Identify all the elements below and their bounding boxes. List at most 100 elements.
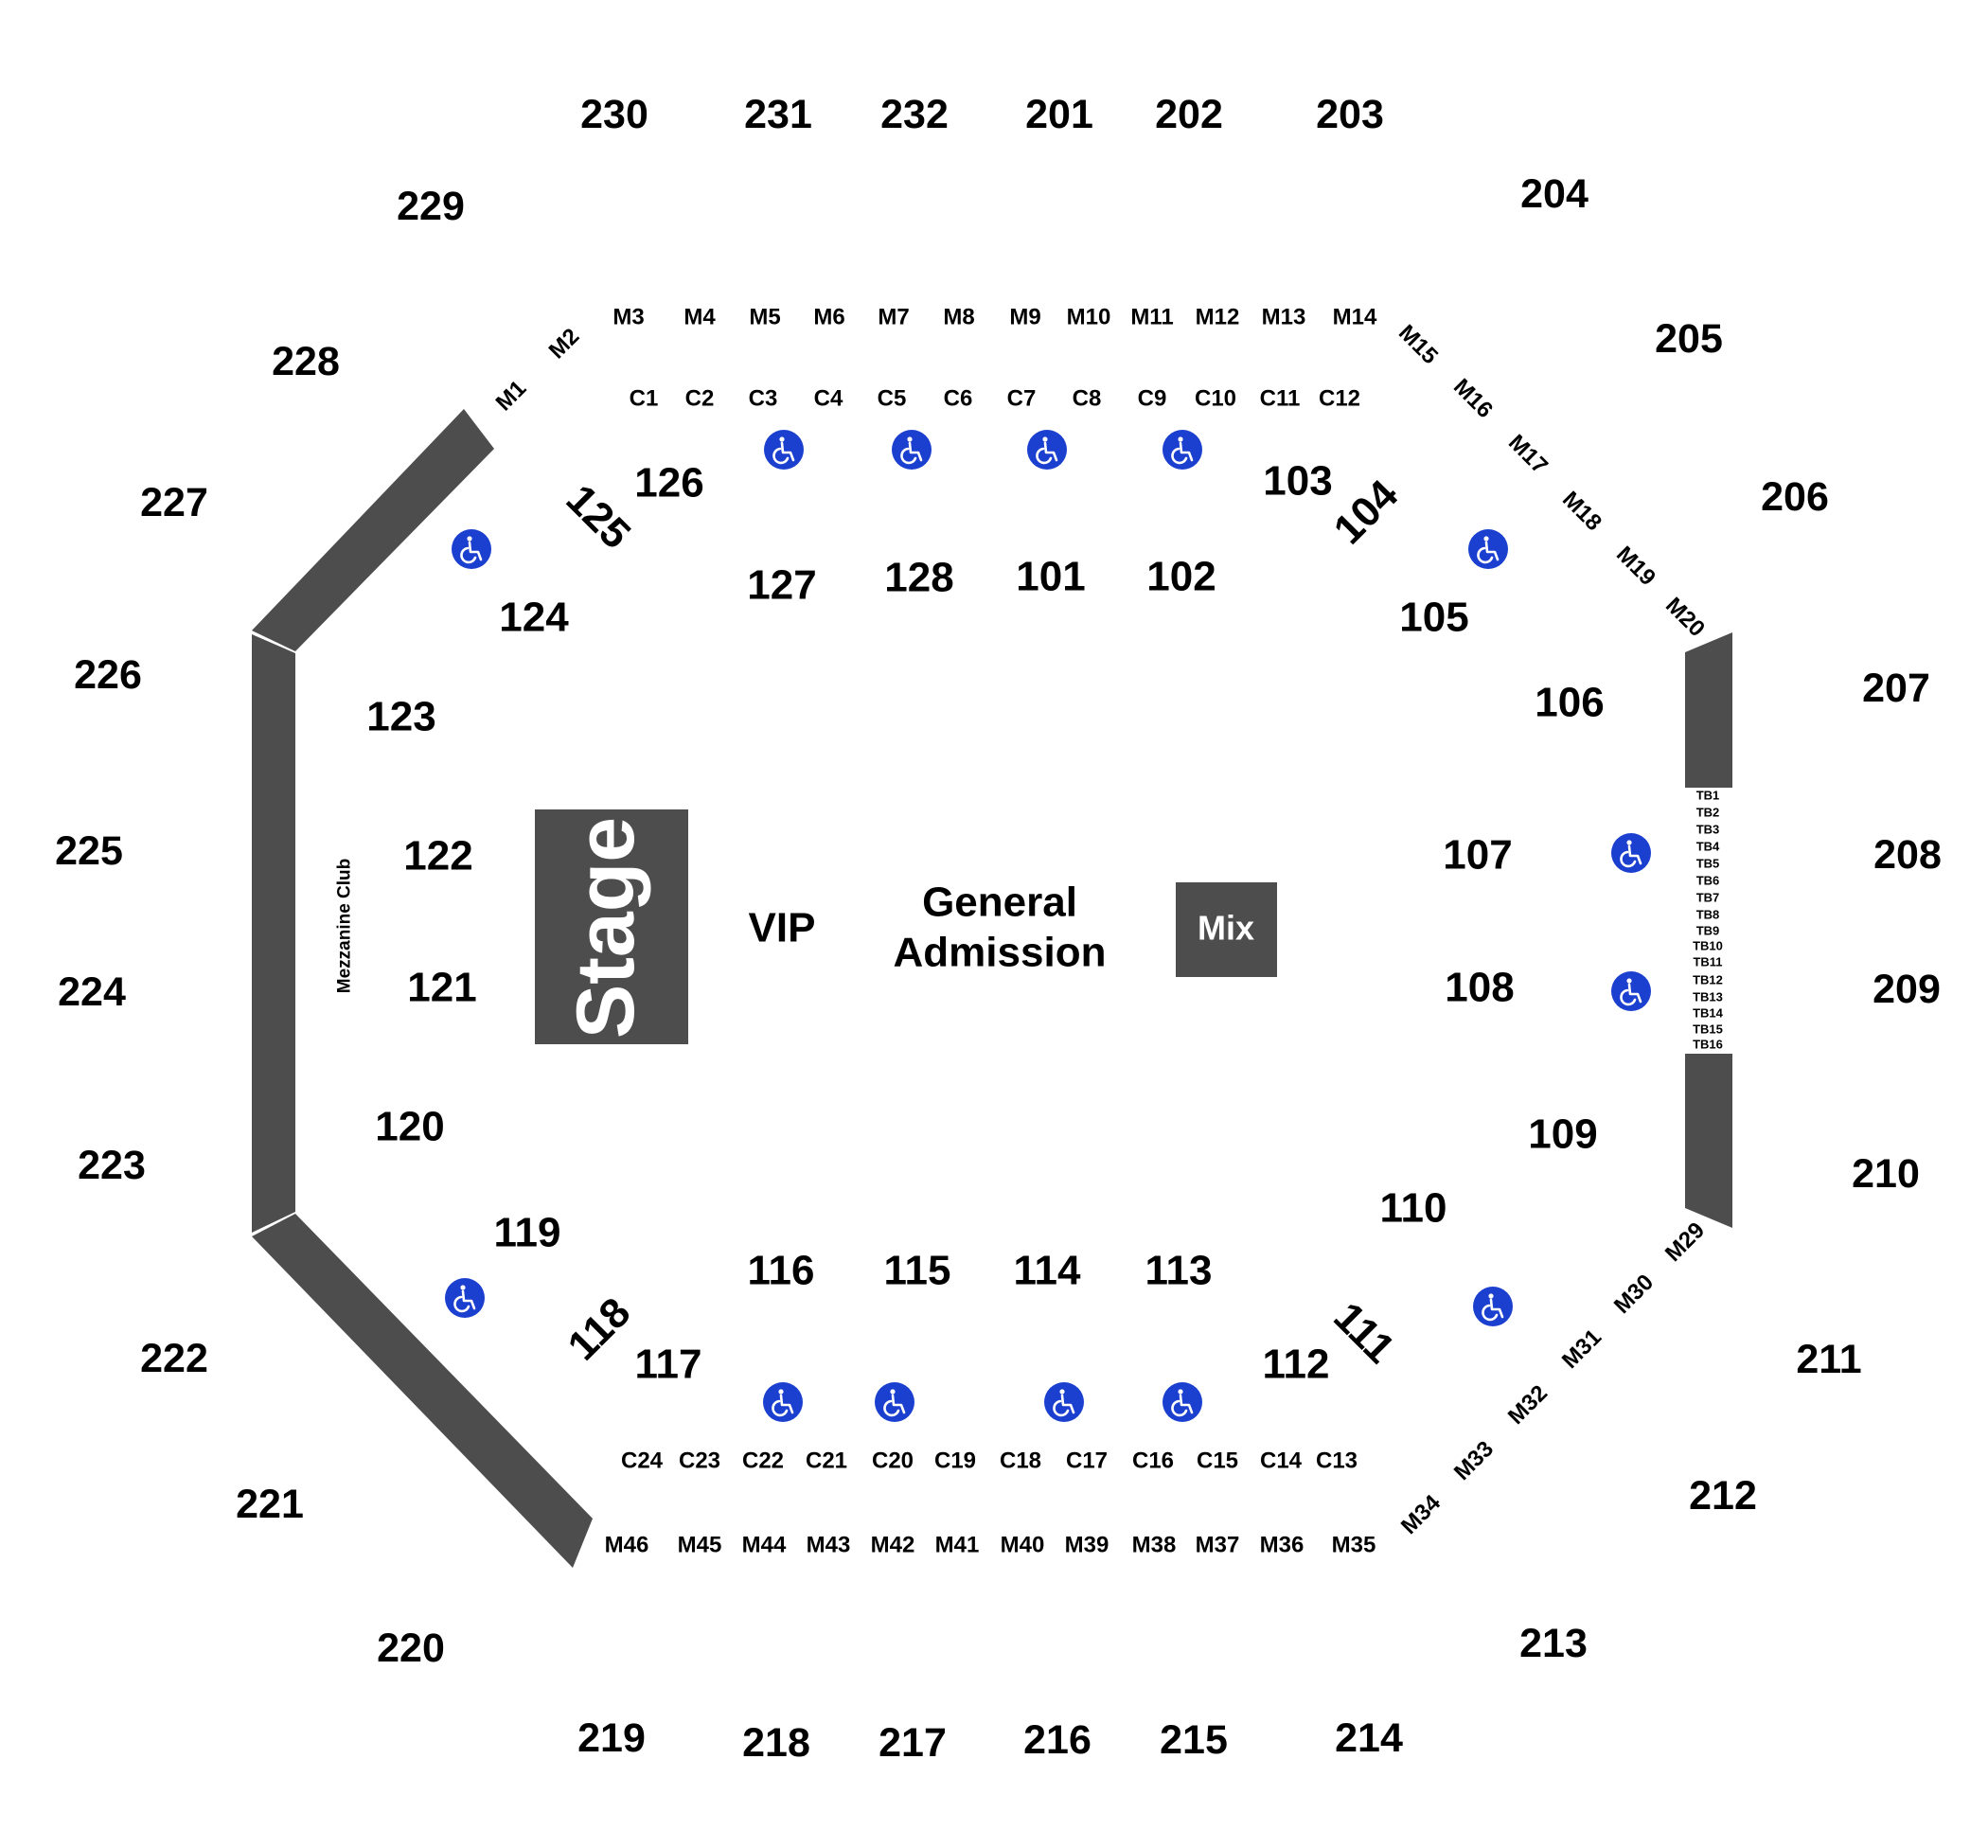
box-c3[interactable]: C3: [749, 386, 778, 412]
box-c16[interactable]: C16: [1132, 1448, 1174, 1474]
section-229[interactable]: 229: [397, 184, 465, 229]
box-m35[interactable]: M35: [1332, 1533, 1376, 1558]
box-m34[interactable]: M34: [1396, 1489, 1447, 1539]
box-tb13[interactable]: TB13: [1693, 990, 1723, 1004]
box-tb7[interactable]: TB7: [1696, 891, 1720, 905]
ga-label-line1[interactable]: General: [922, 880, 1077, 926]
section-103[interactable]: 103: [1263, 458, 1332, 505]
box-m3[interactable]: M3: [612, 305, 644, 330]
stage[interactable]: [535, 809, 688, 1044]
box-tb11[interactable]: TB11: [1693, 955, 1722, 969]
box-c10[interactable]: C10: [1195, 386, 1236, 412]
section-223[interactable]: 223: [78, 1143, 146, 1188]
section-119[interactable]: 119: [494, 1210, 561, 1256]
box-m36[interactable]: M36: [1260, 1533, 1305, 1558]
ga-label-line2[interactable]: Admission: [894, 930, 1107, 976]
box-m4[interactable]: M4: [683, 305, 716, 330]
section-231[interactable]: 231: [744, 92, 812, 137]
box-m7[interactable]: M7: [878, 305, 909, 330]
box-m1[interactable]: M1: [491, 376, 532, 417]
box-m19[interactable]: M19: [1611, 542, 1660, 591]
section-201[interactable]: 201: [1025, 92, 1093, 137]
box-tb1[interactable]: TB1: [1696, 789, 1720, 803]
section-211[interactable]: 211: [1796, 1337, 1861, 1382]
box-m37[interactable]: M37: [1196, 1533, 1240, 1558]
section-207[interactable]: 207: [1862, 666, 1930, 711]
box-tb4[interactable]: TB4: [1696, 840, 1720, 854]
section-104[interactable]: 104: [1325, 471, 1408, 553]
section-107[interactable]: 107: [1443, 832, 1512, 879]
box-tb12[interactable]: TB12: [1693, 973, 1723, 987]
section-110[interactable]: 110: [1380, 1185, 1447, 1232]
section-220[interactable]: 220: [377, 1626, 445, 1671]
box-m41[interactable]: M41: [935, 1533, 980, 1558]
section-202[interactable]: 202: [1155, 92, 1223, 137]
box-c14[interactable]: C14: [1260, 1448, 1303, 1474]
box-m14[interactable]: M14: [1333, 305, 1377, 330]
section-210[interactable]: 210: [1852, 1151, 1920, 1197]
box-m18[interactable]: M18: [1557, 487, 1606, 536]
box-m11[interactable]: M11: [1130, 305, 1173, 330]
section-102[interactable]: 102: [1146, 554, 1216, 600]
box-m42[interactable]: M42: [871, 1533, 915, 1558]
box-c5[interactable]: C5: [878, 386, 907, 412]
box-tb14[interactable]: TB14: [1693, 1006, 1724, 1021]
section-106[interactable]: 106: [1535, 680, 1604, 726]
box-m44[interactable]: M44: [742, 1533, 787, 1558]
section-228[interactable]: 228: [272, 339, 340, 384]
box-m33[interactable]: M33: [1449, 1436, 1499, 1485]
box-m12[interactable]: M12: [1196, 305, 1240, 330]
box-m43[interactable]: M43: [807, 1533, 851, 1558]
box-tb16[interactable]: TB16: [1693, 1038, 1723, 1052]
section-113[interactable]: 113: [1145, 1248, 1213, 1294]
section-216[interactable]: 216: [1023, 1717, 1092, 1763]
box-c15[interactable]: C15: [1197, 1448, 1238, 1474]
section-222[interactable]: 222: [140, 1336, 208, 1381]
box-c17[interactable]: C17: [1066, 1448, 1108, 1474]
box-tb8[interactable]: TB8: [1696, 908, 1720, 922]
box-c2[interactable]: C2: [685, 386, 715, 412]
section-209[interactable]: 209: [1873, 967, 1941, 1012]
section-221[interactable]: 221: [236, 1482, 304, 1527]
box-tb10[interactable]: TB10: [1693, 939, 1723, 953]
box-m31[interactable]: M31: [1557, 1324, 1606, 1374]
box-c24[interactable]: C24: [621, 1448, 664, 1474]
section-112[interactable]: 112: [1263, 1342, 1330, 1388]
box-m9[interactable]: M9: [1009, 305, 1040, 330]
box-tb3[interactable]: TB3: [1696, 823, 1720, 837]
box-m29[interactable]: M29: [1660, 1217, 1710, 1267]
section-122[interactable]: 122: [403, 833, 472, 880]
box-m40[interactable]: M40: [1001, 1533, 1045, 1558]
section-127[interactable]: 127: [747, 562, 816, 609]
section-206[interactable]: 206: [1761, 474, 1829, 520]
section-212[interactable]: 212: [1689, 1473, 1757, 1519]
section-214[interactable]: 214: [1335, 1715, 1403, 1761]
section-225[interactable]: 225: [55, 828, 123, 874]
section-114[interactable]: 114: [1014, 1248, 1082, 1294]
box-c1[interactable]: C1: [630, 386, 659, 412]
box-tb6[interactable]: TB6: [1696, 874, 1720, 888]
box-c22[interactable]: C22: [742, 1448, 784, 1474]
box-m6[interactable]: M6: [813, 305, 844, 330]
section-227[interactable]: 227: [140, 480, 208, 525]
section-118[interactable]: 118: [559, 1289, 640, 1370]
section-224[interactable]: 224: [58, 969, 126, 1015]
section-230[interactable]: 230: [580, 92, 648, 137]
section-115[interactable]: 115: [884, 1248, 951, 1294]
box-c8[interactable]: C8: [1073, 386, 1102, 412]
box-tb15[interactable]: TB15: [1693, 1022, 1723, 1037]
section-116[interactable]: 116: [748, 1248, 815, 1294]
section-108[interactable]: 108: [1445, 965, 1514, 1011]
section-215[interactable]: 215: [1160, 1717, 1228, 1763]
box-c20[interactable]: C20: [872, 1448, 914, 1474]
box-m8[interactable]: M8: [943, 305, 974, 330]
box-c7[interactable]: C7: [1007, 386, 1037, 412]
section-128[interactable]: 128: [884, 555, 953, 601]
box-c11[interactable]: C11: [1260, 386, 1301, 412]
section-117[interactable]: 117: [635, 1342, 702, 1388]
box-c6[interactable]: C6: [944, 386, 973, 412]
section-205[interactable]: 205: [1655, 316, 1723, 362]
box-m20[interactable]: M20: [1660, 593, 1710, 642]
box-tb5[interactable]: TB5: [1696, 857, 1720, 871]
box-m46[interactable]: M46: [605, 1533, 649, 1558]
